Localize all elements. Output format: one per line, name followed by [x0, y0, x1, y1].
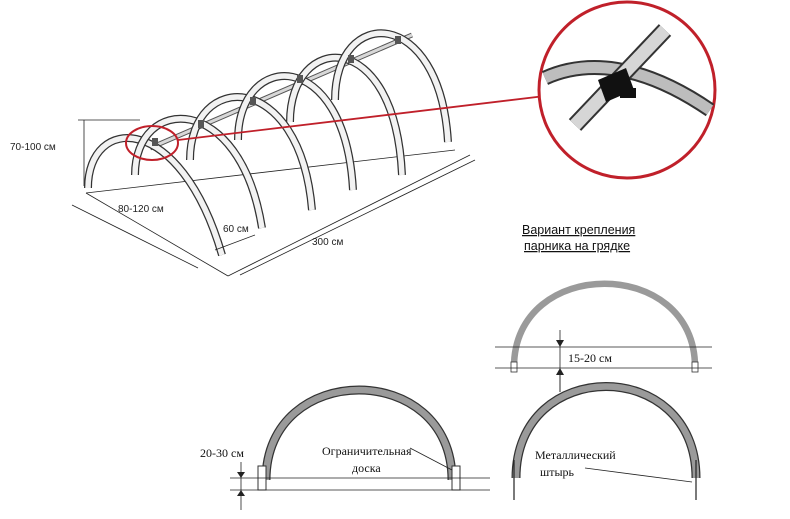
board-mount-diagram: 20-30 см Ограничительная доска: [200, 385, 490, 510]
arch-1: [84, 134, 226, 257]
length-label: 300 см: [312, 237, 343, 248]
mount-variant-title: Вариант крепления парника на грядке: [522, 223, 635, 253]
pin-arch-body: [512, 383, 700, 479]
clamp: [395, 36, 401, 44]
board-leader-line: [409, 447, 453, 471]
depth-label: 15-20 см: [568, 351, 612, 365]
clamp: [250, 97, 256, 105]
spacing-label: 60 см: [223, 224, 249, 235]
callout-small-circle: [125, 125, 179, 161]
clamp: [198, 120, 204, 128]
detail-callout: [125, 0, 717, 180]
board-label-line2: доска: [352, 461, 381, 475]
arches: [84, 29, 452, 257]
ridge-clamps: [152, 36, 401, 146]
board-arch-body: [262, 386, 456, 481]
pin-leader-line: [584, 467, 693, 483]
arch-6-fill: [332, 30, 451, 143]
board-arrow-bottom: [237, 490, 245, 496]
mount-title-line2: парника на грядке: [524, 239, 630, 253]
arch-4-fill: [235, 73, 356, 191]
bed-front-edge: [85, 192, 229, 277]
bed-right-edge: [227, 154, 471, 277]
board-height-label: 20-30 см: [200, 446, 244, 460]
upper-right-arch-diagram: 15-20 см: [495, 280, 712, 392]
pin-label-line1: Металлический: [535, 448, 616, 462]
board-label-line1: Ограничительная: [322, 444, 412, 458]
callout-connector: [177, 95, 546, 141]
upper-arch-left-end: [510, 361, 518, 373]
zoom-clamp-tab: [620, 88, 636, 98]
zoomed-joint: [541, 24, 715, 131]
width-dimension-line: [71, 204, 199, 269]
spacing-dimension-line: [214, 234, 256, 251]
depth-arrow-top: [556, 340, 564, 347]
arch-2-fill: [132, 116, 265, 229]
pin-label-line2: штырь: [540, 465, 575, 479]
height-label: 70-100 см: [10, 142, 56, 153]
mount-title-line1: Вариант крепления: [522, 223, 635, 237]
length-dimension-line: [239, 159, 476, 276]
ridge-pole-highlight: [149, 33, 413, 150]
upper-arch-right-end: [691, 361, 699, 373]
clamp: [152, 138, 158, 146]
bed-back-edge: [85, 149, 456, 194]
upper-arch-body: [510, 280, 699, 368]
greenhouse-perspective: 70-100 см 80-120 см 60 см 300 см: [10, 29, 476, 277]
clamp: [348, 55, 354, 63]
board-arrow-top: [237, 472, 245, 478]
width-label: 80-120 см: [118, 204, 164, 215]
pin-mount-diagram: Металлический штырь: [511, 370, 701, 500]
clamp: [297, 75, 303, 83]
